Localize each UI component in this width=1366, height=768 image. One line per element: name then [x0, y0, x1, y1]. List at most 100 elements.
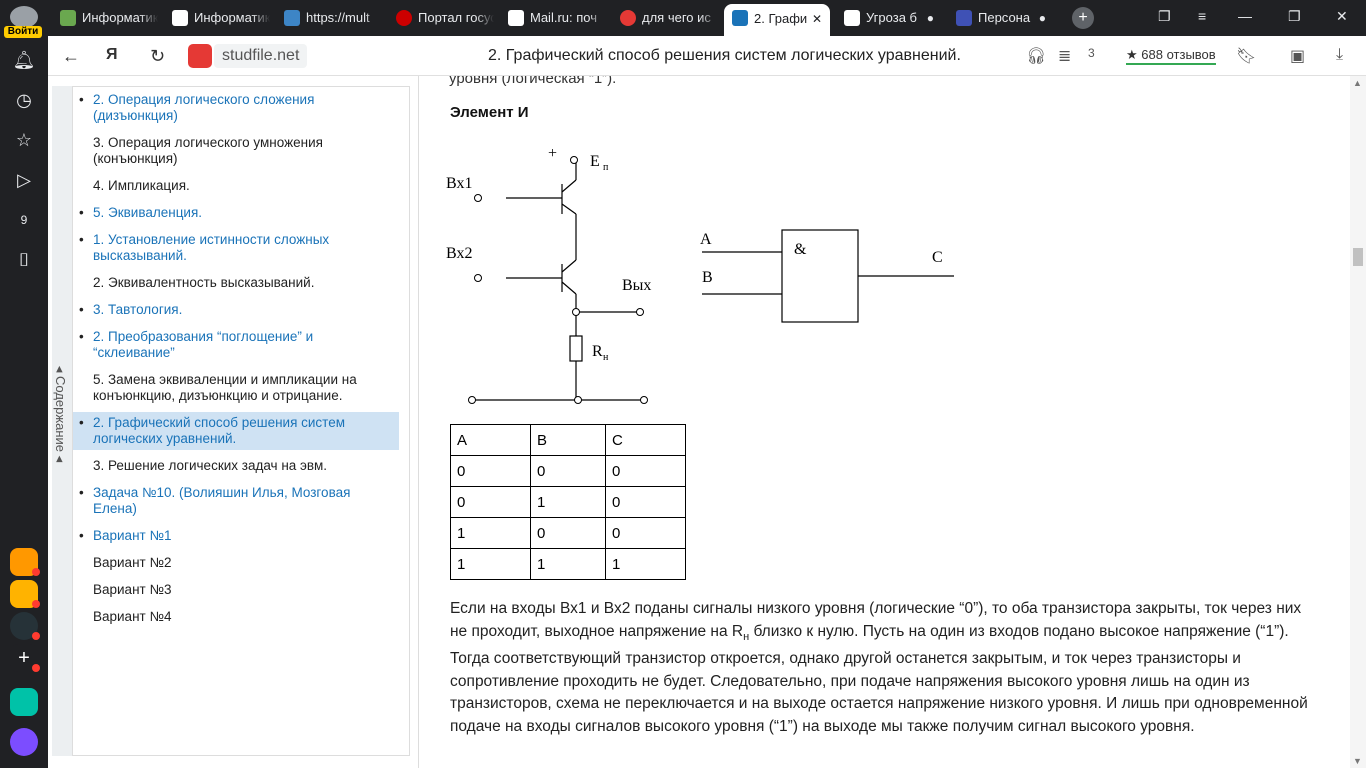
yandex-icon[interactable]: Я [106, 46, 118, 63]
mail-app-icon[interactable] [10, 548, 40, 576]
toc-toggle[interactable]: ◂ Содержание ◂ [52, 86, 72, 756]
back-arrow-icon[interactable]: ← [62, 46, 80, 66]
table-cell: 1 [605, 548, 686, 580]
download-icon[interactable]: ⤓ [1336, 46, 1344, 63]
toc-item[interactable]: Вариант №3 [93, 582, 172, 597]
tab-favicon [956, 10, 972, 26]
tab-label: 2. Графи [754, 11, 808, 26]
table-cell: 0 [530, 517, 606, 549]
collections-icon[interactable]: ❐ [1158, 8, 1171, 24]
tab-mult[interactable]: https://mult [276, 4, 382, 32]
and-gate-circuit-diagram: + E п Вх1 Вх2 Вых R н A B C & [446, 145, 954, 404]
page-scrollbar[interactable]: ▲ ▼ [1350, 76, 1366, 768]
tab-search[interactable]: для чего ис [612, 4, 718, 32]
tab-label: Mail.ru: поч [530, 10, 597, 25]
and-symbol: & [794, 241, 807, 258]
tab-favicon [844, 10, 860, 26]
close-window-icon[interactable]: ✕ [1336, 8, 1348, 24]
resistor-subscript: н [603, 352, 609, 363]
messenger-icon[interactable] [10, 688, 38, 716]
scroll-up-icon[interactable]: ▲ [1353, 78, 1362, 88]
counter-icon[interactable]: 9 [12, 208, 36, 232]
star-icon[interactable]: ☆ [15, 130, 33, 150]
toc-item[interactable]: 1. Установление истинности сложных выска… [73, 229, 399, 267]
tab-mailru[interactable]: Mail.ru: поч [500, 4, 606, 32]
toc-item[interactable]: 5. Эквиваленция. [73, 202, 399, 224]
address-bar: ← Я ↻ studfile.net 2. Графический способ… [48, 36, 1366, 76]
gate-output-c-label: C [932, 249, 943, 266]
toc-item[interactable]: 2. Графический способ решения систем лог… [73, 412, 399, 450]
table-cell: A [450, 424, 531, 456]
toc-item[interactable]: 3. Тавтология. [73, 299, 399, 321]
tab-favicon [732, 10, 748, 26]
toc-item[interactable]: Вариант №4 [93, 609, 172, 624]
bookmark-icon[interactable]: 🔖︎ [1236, 48, 1257, 65]
media-app-icon[interactable] [10, 612, 40, 640]
paragraph-part-2: близко к нулю. Пусть на один из входов п… [450, 622, 1308, 735]
article-cut-text: уровня (логическая “1”). [449, 76, 617, 87]
url-field[interactable]: studfile.net [214, 44, 308, 68]
tab-label: https://mult [306, 10, 370, 25]
camera-icon[interactable]: ⌷ [18, 250, 30, 270]
scroll-thumb[interactable] [1353, 248, 1363, 266]
table-cell: 0 [605, 486, 686, 518]
history-icon[interactable]: ◷ [16, 90, 32, 110]
toc-item[interactable]: 5. Замена эквиваленции и импликации на к… [93, 372, 357, 403]
toc-item[interactable]: 2. Эквивалентность высказываний. [93, 275, 315, 290]
tab-favicon [284, 10, 300, 26]
tab-persona[interactable]: Персона● [948, 4, 1054, 32]
table-cell: 1 [530, 548, 606, 580]
toc-item[interactable]: 3. Решение логических задач на эвм. [93, 458, 327, 473]
toc-item[interactable]: 2. Преобразования “поглощение” и “склеив… [73, 326, 399, 364]
reload-icon[interactable]: ↻ [150, 46, 166, 66]
reviews-label: 688 отзывов [1141, 47, 1216, 62]
restore-icon[interactable]: ❐ [1288, 8, 1301, 24]
tab-favicon [508, 10, 524, 26]
reviews-badge[interactable]: ★ 688 отзывов [1126, 47, 1216, 65]
gate-input-b-label: B [702, 269, 713, 286]
headphones-icon[interactable]: 🎧︎ [1026, 48, 1047, 65]
extension-icon[interactable]: ▣ [1290, 48, 1306, 65]
scroll-down-icon[interactable]: ▼ [1353, 756, 1362, 766]
mail-app-icon-2[interactable] [10, 580, 40, 608]
minimize-icon[interactable]: — [1238, 8, 1252, 24]
toc-item[interactable]: Задача №10. (Волияшин Илья, Мозговая Еле… [73, 482, 399, 520]
tab-ugroza[interactable]: Угроза б● [836, 4, 942, 32]
toc-item[interactable]: 4. Импликация. [93, 178, 190, 193]
play-icon[interactable]: ▷ [17, 170, 31, 190]
site-lock-icon[interactable] [188, 44, 212, 68]
add-app-icon[interactable]: + [10, 644, 40, 672]
table-cell: 0 [450, 455, 531, 487]
table-cell: 1 [530, 486, 606, 518]
login-button[interactable]: Войти [4, 26, 42, 38]
reader-count[interactable]: 3 [1088, 46, 1095, 60]
tab-informatika-1[interactable]: Информатика [52, 4, 158, 32]
menu-icon[interactable]: ≡ [1198, 8, 1207, 24]
tab-gosuslugi[interactable]: Портал госуслуг [388, 4, 494, 32]
table-cell: 1 [450, 517, 531, 549]
alice-icon[interactable] [10, 728, 38, 756]
reader-icon[interactable]: ≣ [1058, 48, 1072, 65]
toc-item[interactable]: Вариант №1 [73, 525, 399, 547]
toc-panel: 2. Операция логического сложения (дизъюн… [72, 86, 410, 756]
table-cell: 0 [605, 455, 686, 487]
supply-label: E [590, 153, 600, 170]
tab-active-graphic-method[interactable]: 2. Графи✕ [724, 4, 830, 36]
bell-icon[interactable]: 🔔︎ [12, 50, 36, 70]
toc-item[interactable]: Вариант №2 [93, 555, 172, 570]
close-tab-icon[interactable]: ✕ [811, 12, 822, 26]
supply-subscript: п [603, 162, 609, 173]
tab-informatika-2[interactable]: Информатика [164, 4, 270, 32]
profile-avatar[interactable] [10, 6, 38, 28]
tab-label: Информатика [82, 10, 158, 25]
toc-item[interactable]: 2. Операция логического сложения (дизъюн… [73, 89, 399, 127]
paragraph-part-1: Если на входы Вх1 и Вх2 поданы сигналы н… [450, 600, 1302, 640]
new-tab-button[interactable]: + [1072, 7, 1094, 29]
tab-favicon [396, 10, 412, 26]
toc-item[interactable]: 3. Операция логического умножения (конъю… [93, 135, 323, 166]
